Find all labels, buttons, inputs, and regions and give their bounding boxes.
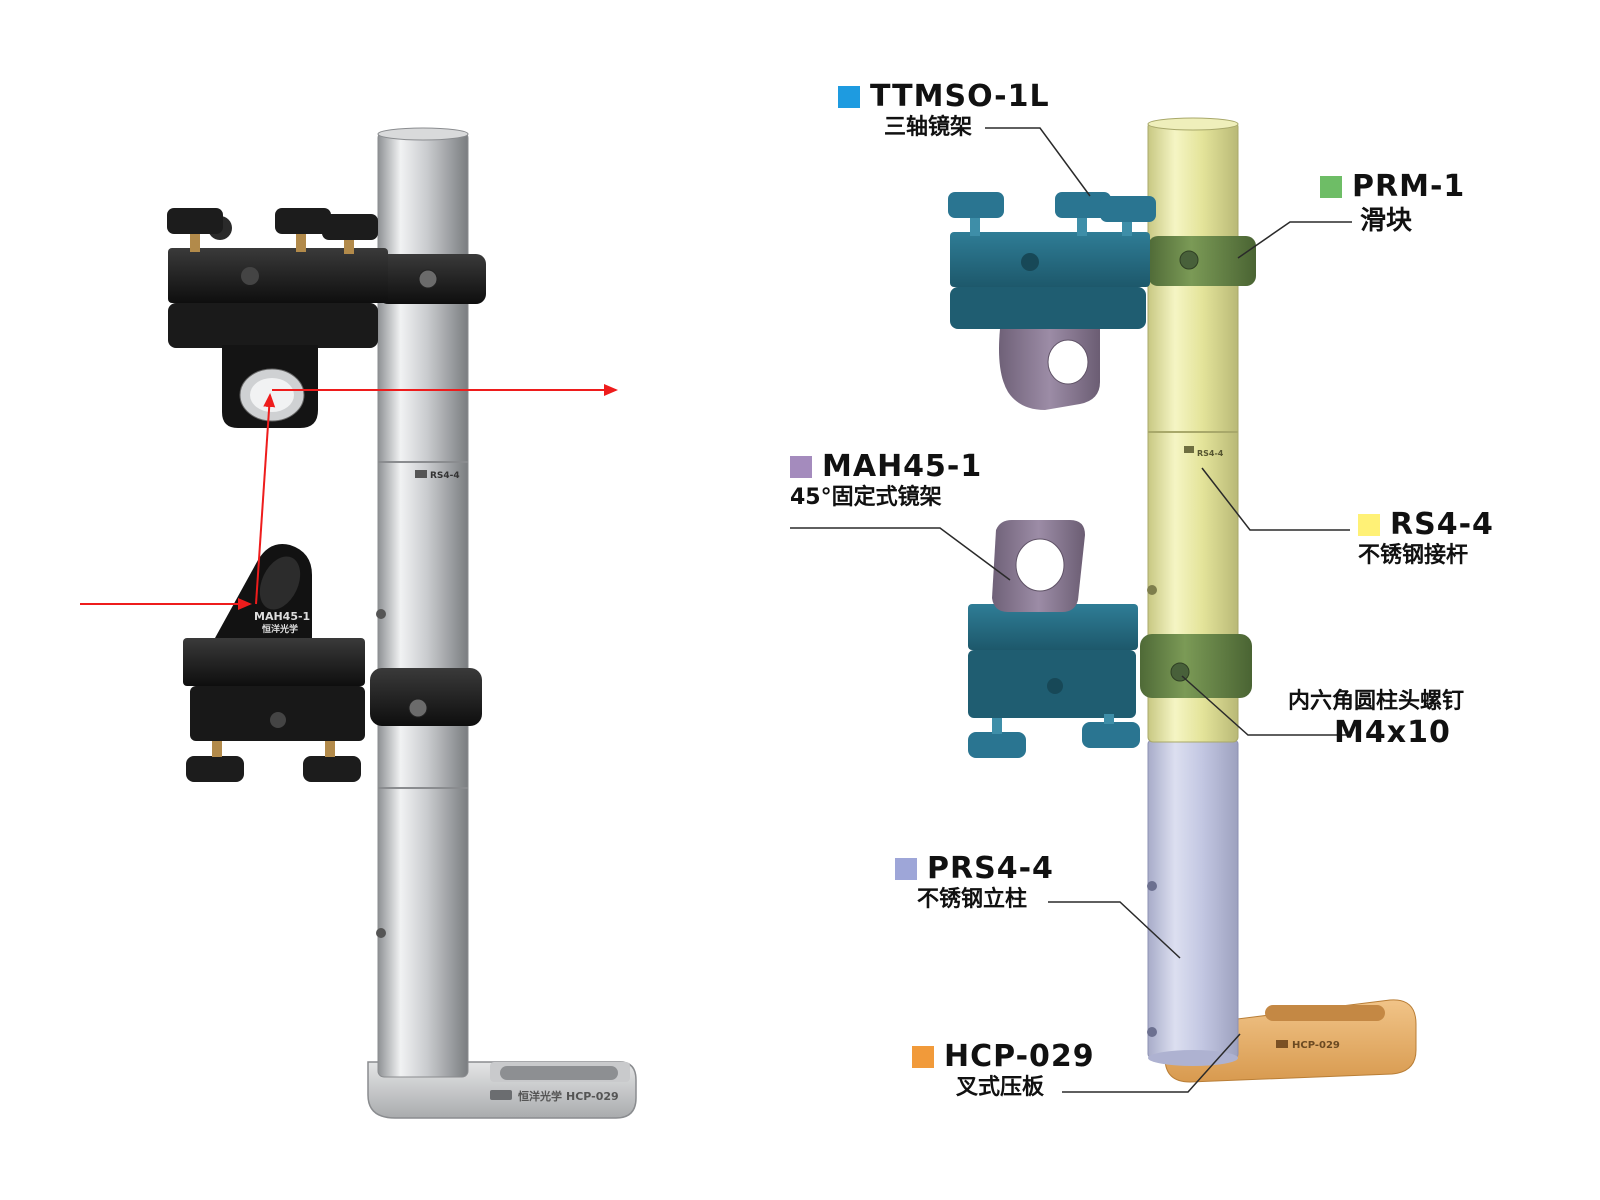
rs-code: RS4-4 (1390, 507, 1494, 542)
leader-screw (1181, 675, 1352, 736)
hcp-code: HCP-029 (944, 1039, 1095, 1074)
prs-desc: 不锈钢立柱 (917, 887, 1028, 912)
right-post-prs (1147, 739, 1239, 1059)
left-assembly: 恒洋光学 HCP-029 RS4-4 (80, 127, 637, 1119)
right-rod-mark: RS4-4 (1197, 449, 1224, 458)
left-top-slider (378, 254, 486, 304)
right-bottom-slider (1140, 634, 1252, 698)
callout-ttmso: TTMSO-1L 三轴镜架 (838, 80, 1050, 142)
leader-mah (790, 527, 1011, 581)
leader-lines (790, 127, 1352, 1093)
callout-prs: PRS4-4 不锈钢立柱 (895, 852, 1054, 914)
mah-desc: 45°固定式镜架 (790, 485, 942, 510)
ttmso-swatch (838, 86, 860, 108)
leader-prm (1237, 221, 1352, 259)
mah-code: MAH45-1 (822, 449, 983, 484)
right-top-mount (948, 192, 1156, 410)
ttmso-desc: 三轴镜架 (884, 115, 973, 140)
left-mah-brand: 恒洋光学 (262, 623, 298, 635)
leader-hcp (1062, 1033, 1241, 1093)
right-assembly: HCP-029 RS4-4 (948, 117, 1417, 1083)
prm-swatch (1320, 176, 1342, 198)
ttmso-code: TTMSO-1L (870, 79, 1050, 114)
callout-mah: MAH45-1 45°固定式镜架 (790, 450, 982, 512)
mah-swatch (790, 456, 812, 478)
right-base-engraving: HCP-029 (1292, 1040, 1340, 1051)
leader-ttmso (985, 127, 1091, 197)
right-top-slider (1148, 236, 1256, 286)
left-bottom-slider (370, 668, 482, 726)
hcp-swatch (912, 1046, 934, 1068)
callout-hcp: HCP-029 叉式压板 (912, 1040, 1095, 1102)
left-base-brand: 恒洋光学 (518, 1089, 562, 1103)
left-base-engraving: HCP-029 (566, 1090, 619, 1103)
right-bottom-mount (968, 520, 1140, 758)
leader-prs (1048, 901, 1181, 959)
left-rod-mark: RS4-4 (430, 471, 460, 481)
callout-screw: 内六角圆柱头螺钉 M4x10 (1288, 688, 1464, 750)
prm-code: PRM-1 (1352, 169, 1466, 204)
left-mah-engraving: MAH45-1 (254, 610, 310, 623)
prm-desc: 滑块 (1360, 206, 1413, 236)
laser-beam-path (80, 384, 618, 610)
prs-swatch (895, 858, 917, 880)
rs-desc: 不锈钢接杆 (1358, 543, 1469, 568)
left-bottom-mount: MAH45-1 恒洋光学 (183, 544, 365, 782)
hcp-desc: 叉式压板 (956, 1075, 1045, 1100)
screw-code: M4x10 (1334, 715, 1451, 750)
callout-rs: RS4-4 不锈钢接杆 (1358, 508, 1494, 570)
leader-rs (1201, 467, 1350, 531)
rs-swatch (1358, 514, 1380, 536)
left-top-mount (167, 208, 388, 428)
callout-prm: PRM-1 滑块 (1320, 170, 1465, 238)
prs-code: PRS4-4 (927, 851, 1054, 886)
screw-desc: 内六角圆柱头螺钉 (1288, 689, 1465, 714)
